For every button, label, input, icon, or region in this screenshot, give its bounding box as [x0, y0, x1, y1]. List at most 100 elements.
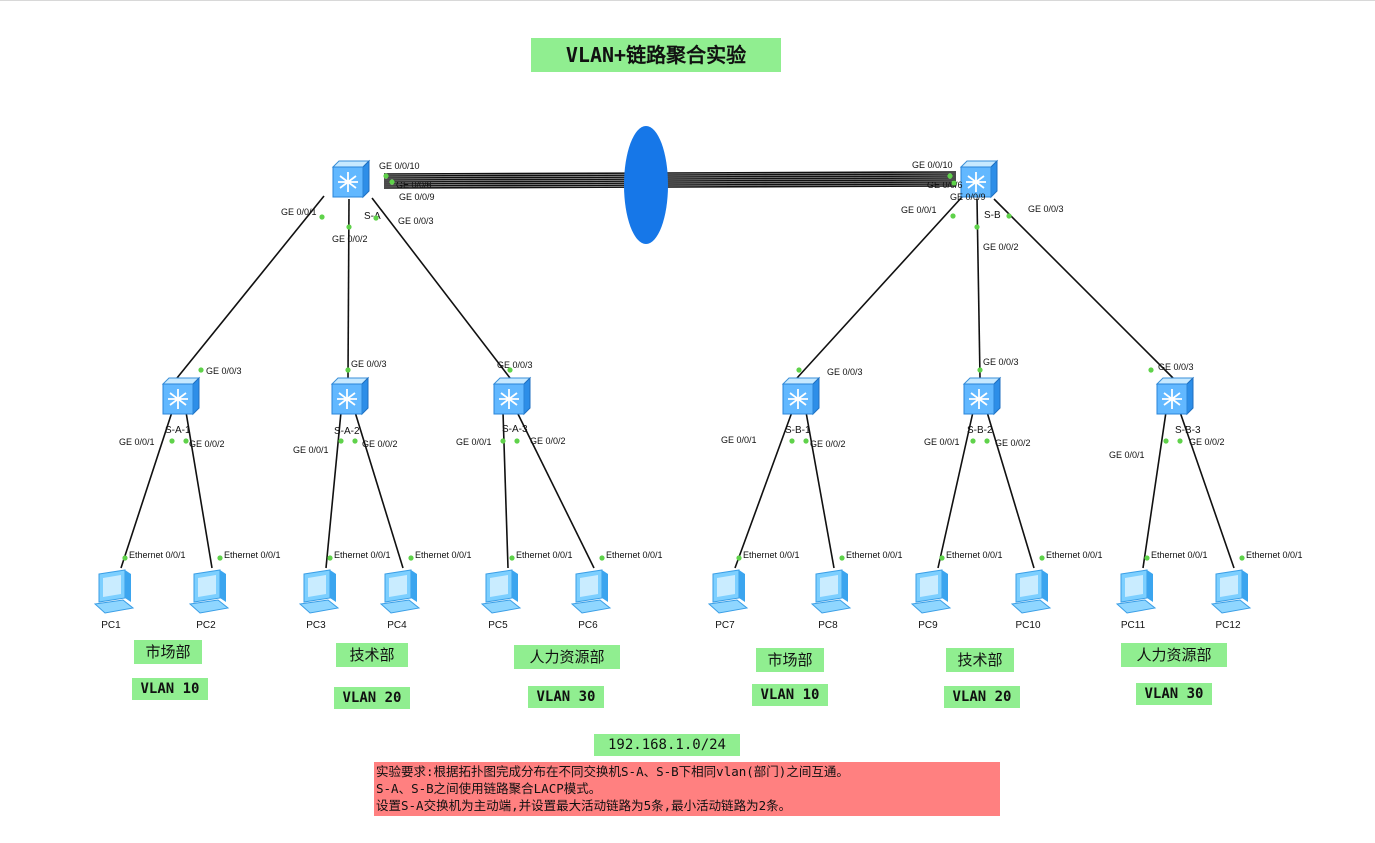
vlan-label-5: VLAN 20 — [944, 686, 1020, 708]
port-dot — [1039, 555, 1045, 561]
port-label: GE 0/0/1 — [293, 445, 329, 455]
port-dot — [352, 438, 358, 444]
pc-side — [1147, 570, 1153, 602]
port-dot — [974, 224, 980, 230]
access-to-pc-link — [502, 411, 509, 569]
switch-arrows — [969, 389, 989, 409]
pc-port-label: Ethernet 0/0/1 — [1246, 550, 1303, 560]
vlan-label-3: VLAN 30 — [528, 686, 604, 708]
switch-side — [990, 159, 998, 199]
switch-side — [192, 376, 200, 416]
port-label: GE 0/0/9 — [399, 192, 435, 202]
aggregation-link — [383, 185, 957, 189]
port-label: GE 0/0/2 — [810, 439, 846, 449]
access-to-pc-link — [937, 411, 974, 569]
top-border — [0, 0, 1375, 1]
port-label: GE 0/0/10 — [379, 161, 420, 171]
pc-side — [842, 570, 848, 602]
pc-name: PC7 — [715, 620, 735, 631]
port-dot — [947, 173, 953, 179]
port-dot — [599, 555, 605, 561]
access-to-pc-link — [734, 411, 793, 569]
pc-keyboard — [810, 599, 852, 614]
vlan-label-4: VLAN 10 — [752, 684, 828, 706]
port-dot — [1239, 555, 1245, 561]
dept-label-1: 市场部 — [134, 640, 202, 664]
port-dot — [1144, 555, 1150, 561]
port-dot — [389, 179, 395, 185]
switch-arrows — [337, 389, 357, 409]
port-dot — [198, 367, 204, 373]
pc-name: PC2 — [196, 620, 216, 631]
access-to-pc-link — [986, 411, 1035, 569]
port-dot — [319, 214, 325, 220]
pc-keyboard — [480, 599, 522, 614]
port-dot — [217, 555, 223, 561]
dept-label-3: 人力资源部 — [514, 645, 620, 669]
core-to-access-link — [796, 196, 963, 379]
pc-port-label: Ethernet 0/0/1 — [1046, 550, 1103, 560]
aggregation-link — [383, 177, 957, 181]
port-dot — [950, 213, 956, 219]
diagram-title: VLAN+链路聚合实验 — [531, 38, 781, 72]
port-label: GE 0/0/3 — [1158, 362, 1194, 372]
pc-icon — [707, 569, 749, 614]
pc-name: PC4 — [387, 620, 407, 631]
pc-keyboard — [1115, 599, 1157, 614]
pc-icon — [188, 569, 230, 614]
switch-arrows — [966, 172, 986, 192]
pc-icon — [810, 569, 852, 614]
access-switch-icon — [1155, 376, 1195, 416]
vlan-label-6: VLAN 30 — [1136, 683, 1212, 705]
aggregation-link — [383, 179, 957, 183]
pc-side — [739, 570, 745, 602]
pc-side — [512, 570, 518, 602]
access-to-pc-link — [325, 411, 342, 569]
port-label: GE 0/0/3 — [398, 216, 434, 226]
port-label: GE 0/0/2 — [1189, 437, 1225, 447]
port-dot — [346, 224, 352, 230]
switch-arrows — [1162, 389, 1182, 409]
port-label: GE 0/0/3 — [206, 366, 242, 376]
port-dot — [345, 367, 351, 373]
access-switch-icon — [781, 376, 821, 416]
pc-screen-glass — [1220, 575, 1238, 597]
pc-screen-glass — [198, 575, 216, 597]
pc-screen-glass — [820, 575, 838, 597]
core-switch-icon — [959, 159, 999, 199]
pc-keyboard — [379, 599, 421, 614]
requirement-line-1: 实验要求:根据拓扑图完成分布在不同交换机S-A、S-B下相同vlan(部门)之间… — [376, 764, 849, 779]
pc-port-label: Ethernet 0/0/1 — [846, 550, 903, 560]
pc-port-label: Ethernet 0/0/1 — [606, 550, 663, 560]
port-label: GE 0/0/6 — [927, 180, 963, 190]
port-dot — [803, 438, 809, 444]
access-switch-icon — [962, 376, 1002, 416]
pc-screen-glass — [580, 575, 598, 597]
port-dot — [383, 173, 389, 179]
pc-screen-glass — [389, 575, 407, 597]
access-to-pc-link — [805, 411, 835, 569]
pc-name: PC1 — [101, 620, 121, 631]
port-label: GE 0/0/1 — [901, 205, 937, 215]
port-dot — [1006, 213, 1012, 219]
pc-icon — [1115, 569, 1157, 614]
aggregation-link — [383, 181, 957, 185]
port-dot — [1148, 367, 1154, 373]
switch-arrows — [168, 389, 188, 409]
port-dot — [951, 180, 957, 186]
pc-screen-glass — [103, 575, 121, 597]
pc-keyboard — [1210, 599, 1252, 614]
pc-screen-glass — [717, 575, 735, 597]
port-dot — [507, 367, 513, 373]
port-dot — [939, 555, 945, 561]
access-switch-name: S-A-2 — [334, 426, 360, 437]
port-label: GE 0/0/2 — [983, 242, 1019, 252]
access-switch-name: S-A-3 — [502, 424, 528, 435]
pc-port-label: Ethernet 0/0/1 — [516, 550, 573, 560]
port-dot — [373, 215, 379, 221]
port-label: GE 0/0/3 — [497, 360, 533, 370]
link-aggregation-ellipse — [624, 126, 668, 244]
pc-screen-glass — [1020, 575, 1038, 597]
pc-keyboard — [570, 599, 612, 614]
port-label: GE 0/0/3 — [1028, 204, 1064, 214]
